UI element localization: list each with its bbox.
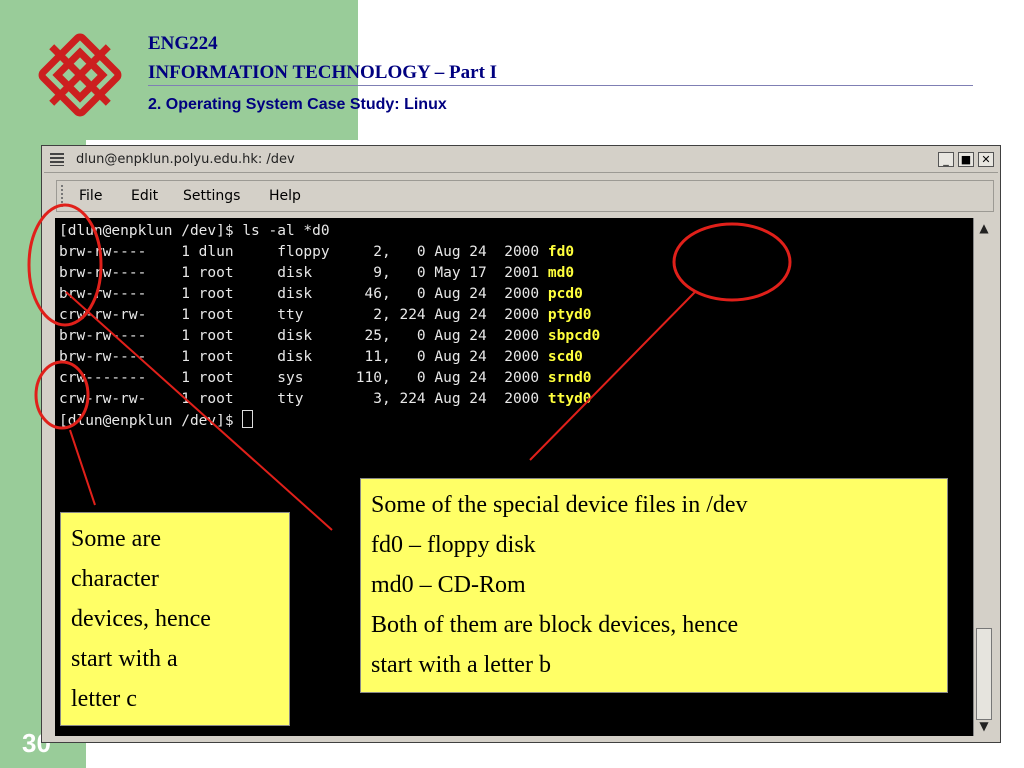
scroll-up-arrow-icon[interactable]: ▲ xyxy=(979,221,989,235)
device-filename: scd0 xyxy=(547,349,583,365)
note-line: Both of them are block devices, hence xyxy=(371,612,739,638)
course-code: ENG224 xyxy=(148,33,218,54)
character-devices-note: Some are character devices, hence start … xyxy=(60,512,290,726)
device-filename: sbpcd0 xyxy=(547,328,601,344)
terminal-scrollbar[interactable]: ▲ ▼ xyxy=(973,218,996,736)
text-cursor xyxy=(242,410,254,428)
note-line: fd0 – floppy disk xyxy=(371,532,536,558)
window-titlebar[interactable]: dlun@enpklun.polyu.edu.hk: /dev _ ■ ✕ xyxy=(44,148,998,173)
course-title: INFORMATION TECHNOLOGY – Part I xyxy=(148,62,498,83)
note-line: character xyxy=(71,566,159,592)
scroll-down-arrow-icon[interactable]: ▼ xyxy=(979,719,989,733)
close-icon[interactable]: ✕ xyxy=(978,152,994,167)
terminal-line: brw-rw---- 1 root disk 46, 0 Aug 24 2000… xyxy=(59,286,583,302)
note-line: start with a xyxy=(71,646,178,672)
menu-help[interactable]: Help xyxy=(269,188,301,204)
minimize-icon[interactable]: _ xyxy=(938,152,954,167)
device-filename: srnd0 xyxy=(547,370,592,386)
terminal-line: brw-rw---- 1 root disk 11, 0 Aug 24 2000… xyxy=(59,349,583,365)
header-divider xyxy=(148,85,973,86)
menubar-grip[interactable] xyxy=(61,185,69,207)
device-filename: fd0 xyxy=(547,244,575,260)
window-menu-icon[interactable] xyxy=(50,153,64,166)
terminal-line: [dlun@enpklun /dev]$ ls -al *d0 xyxy=(59,223,330,239)
terminal-prompt: [dlun@enpklun /dev]$ xyxy=(59,410,254,431)
slide-subtitle: 2. Operating System Case Study: Linux xyxy=(148,96,447,113)
note-line: Some of the special device files in /dev xyxy=(371,492,748,518)
menubar: File Edit Settings Help xyxy=(56,180,994,212)
scroll-thumb[interactable] xyxy=(976,628,992,720)
note-line: devices, hence xyxy=(71,606,211,632)
device-filename: pcd0 xyxy=(547,286,583,302)
block-devices-note: Some of the special device files in /dev… xyxy=(360,478,948,693)
note-line: letter c xyxy=(71,686,137,712)
terminal-line: crw-rw-rw- 1 root tty 2, 224 Aug 24 2000… xyxy=(59,307,592,323)
window-title: dlun@enpklun.polyu.edu.hk: /dev xyxy=(76,152,295,167)
device-filename: md0 xyxy=(547,265,575,281)
terminal-line: crw-rw-rw- 1 root tty 3, 224 Aug 24 2000… xyxy=(59,391,592,407)
device-filename: ttyd0 xyxy=(547,391,592,407)
menu-file[interactable]: File xyxy=(79,188,103,204)
menu-settings[interactable]: Settings xyxy=(183,188,241,204)
polyu-logo-icon xyxy=(38,33,122,117)
top-decoration-band xyxy=(86,0,358,140)
terminal-line: brw-rw---- 1 dlun floppy 2, 0 Aug 24 200… xyxy=(59,244,575,260)
terminal-line: brw-rw---- 1 root disk 25, 0 Aug 24 2000… xyxy=(59,328,601,344)
maximize-icon[interactable]: ■ xyxy=(958,152,974,167)
terminal-line: crw------- 1 root sys 110, 0 Aug 24 2000… xyxy=(59,370,592,386)
note-line: start with a letter b xyxy=(371,652,551,678)
terminal-line: brw-rw---- 1 root disk 9, 0 May 17 2001 … xyxy=(59,265,575,281)
note-line: md0 – CD-Rom xyxy=(371,572,526,598)
note-line: Some are xyxy=(71,526,161,552)
device-filename: ptyd0 xyxy=(547,307,592,323)
menu-edit[interactable]: Edit xyxy=(131,188,159,204)
